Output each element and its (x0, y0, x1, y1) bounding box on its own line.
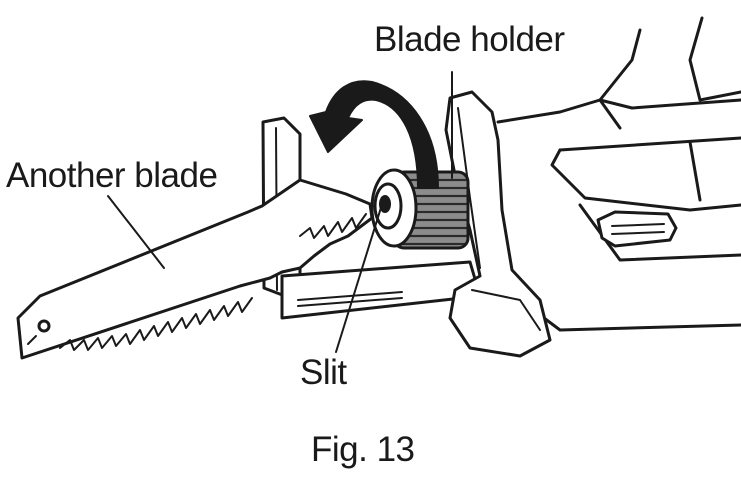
another-blade-label: Another blade (6, 156, 218, 195)
vent-slot (596, 210, 678, 248)
leader-lines (107, 71, 453, 353)
slit-label: Slit (300, 353, 347, 392)
curved-arrow-counterclockwise-icon (309, 80, 439, 189)
blade-holder-ring (370, 168, 470, 250)
leader-slit (335, 197, 385, 353)
tool-body (496, 16, 741, 332)
figure-caption: Fig. 13 (311, 430, 415, 469)
leader-another-blade (107, 195, 165, 269)
blade-holder-label: Blade holder (374, 20, 565, 59)
another-blade (16, 178, 374, 360)
